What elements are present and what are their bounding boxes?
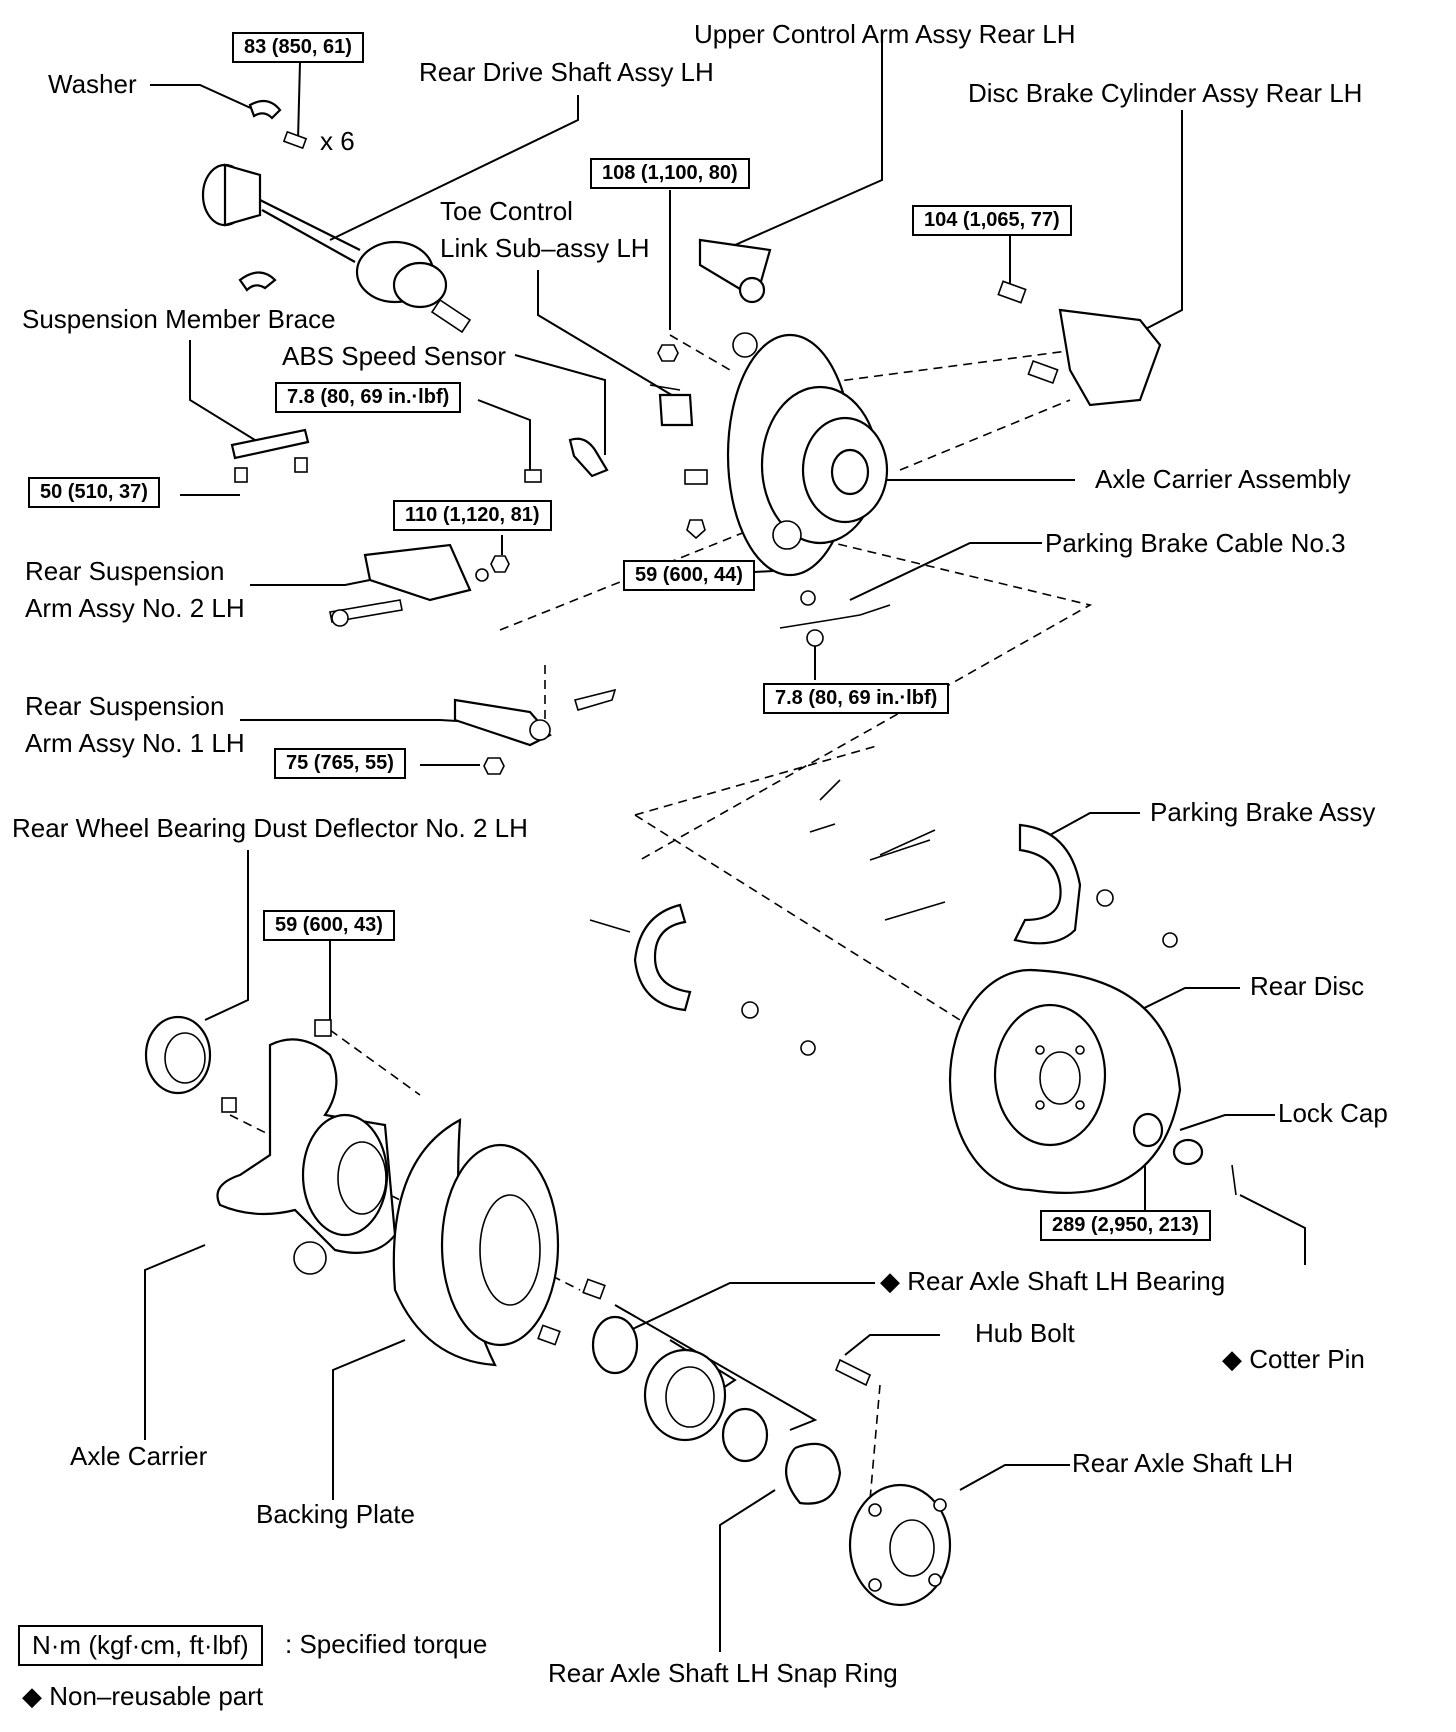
- member-brace: [230, 428, 310, 460]
- abs-sensor: [568, 437, 609, 478]
- rear-disc: [948, 968, 1182, 1194]
- snap-ring: [785, 1442, 842, 1505]
- label-arm1-line2: Arm Assy No. 1 LH: [25, 728, 245, 758]
- label-arm2-line1: Rear Suspension: [25, 556, 225, 586]
- label-snap-ring: Rear Axle Shaft LH Snap Ring: [548, 1658, 898, 1688]
- lock-cap: [1172, 1138, 1204, 1166]
- axle-carrier-assembly: [726, 332, 889, 577]
- label-hub-bolt: Hub Bolt: [975, 1318, 1075, 1348]
- label-member-brace: Suspension Member Brace: [22, 304, 336, 334]
- torque-50: 50 (510, 37): [28, 477, 160, 508]
- drive-shaft: [201, 163, 472, 334]
- label-abs-sensor: ABS Speed Sensor: [282, 341, 507, 371]
- label-washer: Washer: [48, 69, 137, 99]
- label-disc-cylinder: Disc Brake Cylinder Assy Rear LH: [968, 78, 1363, 108]
- torque-59-lower: 59 (600, 43): [263, 910, 395, 941]
- axle-carrier: [216, 1038, 397, 1275]
- label-shaft-bearing: ◆ Rear Axle Shaft LH Bearing: [880, 1266, 1226, 1296]
- torque-108: 108 (1,100, 80): [590, 158, 750, 189]
- torque-75: 75 (765, 55): [274, 748, 406, 779]
- parking-cable: [779, 604, 891, 629]
- label-parking-cable: Parking Brake Cable No.3: [1045, 528, 1346, 558]
- washer-icon: [248, 99, 282, 120]
- label-arm1-line1: Rear Suspension: [25, 691, 225, 721]
- legend-torque-box: N·m (kgf·cm, ft·lbf): [18, 1625, 263, 1666]
- cotter-pin: [1231, 1164, 1237, 1196]
- label-rear-axle-shaft: Rear Axle Shaft LH: [1072, 1448, 1294, 1478]
- torque-7-8-cable: 7.8 (80, 69 in.·lbf): [763, 683, 950, 714]
- label-dust-deflector: Rear Wheel Bearing Dust Deflector No. 2 …: [12, 813, 528, 843]
- hub-bolt: [834, 1358, 872, 1387]
- torque-110: 110 (1,120, 81): [393, 500, 552, 531]
- torque-7-8-abs: 7.8 (80, 69 in.·lbf): [275, 382, 462, 413]
- parking-brake-assy: [589, 779, 1178, 1056]
- label-toe-link-1: Toe Control: [440, 196, 573, 226]
- torque-289: 289 (2,950, 213): [1040, 1210, 1211, 1241]
- label-x6: x 6: [320, 126, 355, 156]
- label-upper-arm: Upper Control Arm Assy Rear LH: [694, 19, 1076, 49]
- rear-axle-shaft: [848, 1483, 952, 1607]
- label-toe-link-2: Link Sub–assy LH: [440, 233, 650, 263]
- label-parking-brake: Parking Brake Assy: [1150, 797, 1376, 827]
- toe-link: [658, 393, 694, 427]
- legend-torque-text: : Specified torque: [285, 1629, 488, 1659]
- label-backing-plate: Backing Plate: [256, 1499, 415, 1529]
- torque-83: 83 (850, 61): [232, 32, 364, 63]
- torque-59-upper: 59 (600, 44): [623, 560, 755, 591]
- leader-lines: [144, 42, 1306, 1652]
- shaft-bearing: [591, 1315, 639, 1375]
- label-axle-carrier-assembly: Axle Carrier Assembly: [1095, 464, 1351, 494]
- label-arm2-line2: Arm Assy No. 2 LH: [25, 593, 245, 623]
- label-rear-disc: Rear Disc: [1250, 971, 1365, 1001]
- disc-brake-cylinder: [997, 280, 1162, 407]
- legend-nonreusable: ◆ Non–reusable part: [22, 1681, 264, 1711]
- label-drive-shaft: Rear Drive Shaft Assy LH: [419, 57, 714, 87]
- arm-no2: [363, 543, 472, 602]
- label-lock-cap: Lock Cap: [1278, 1098, 1388, 1128]
- torque-104: 104 (1,065, 77): [912, 205, 1072, 236]
- label-cotter-pin: ◆ Cotter Pin: [1222, 1344, 1365, 1374]
- label-axle-carrier: Axle Carrier: [70, 1441, 208, 1471]
- parts: [144, 99, 1237, 1607]
- backing-plate: [392, 1118, 560, 1367]
